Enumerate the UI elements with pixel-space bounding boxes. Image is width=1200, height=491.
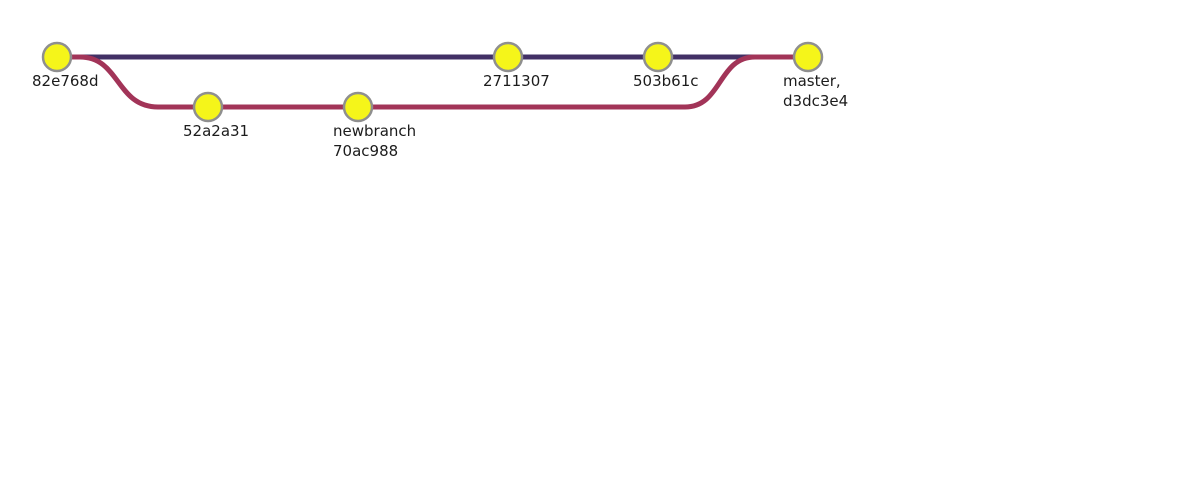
commit-label-d3dc3e4-line1: master, [783, 72, 841, 90]
commit-label-2711307: 2711307 [483, 72, 550, 90]
commit-node-2711307[interactable] [492, 41, 524, 73]
commit-node-d3dc3e4[interactable] [792, 41, 824, 73]
branch-line-newbranch [57, 54, 808, 110]
commit-label-d3dc3e4-line2: d3dc3e4 [783, 92, 848, 110]
commit-label-82e768d: 82e768d [32, 72, 98, 90]
commit-label-52a2a31: 52a2a31 [183, 122, 249, 140]
commit-label-503b61c: 503b61c [633, 72, 699, 90]
commit-node-82e768d[interactable] [41, 41, 73, 73]
commit-label-70ac988-line1: newbranch [333, 122, 416, 140]
commit-node-70ac988[interactable] [342, 91, 374, 123]
commit-node-52a2a31[interactable] [192, 91, 224, 123]
commit-node-503b61c[interactable] [642, 41, 674, 73]
commit-label-70ac988-line2: 70ac988 [333, 142, 398, 160]
